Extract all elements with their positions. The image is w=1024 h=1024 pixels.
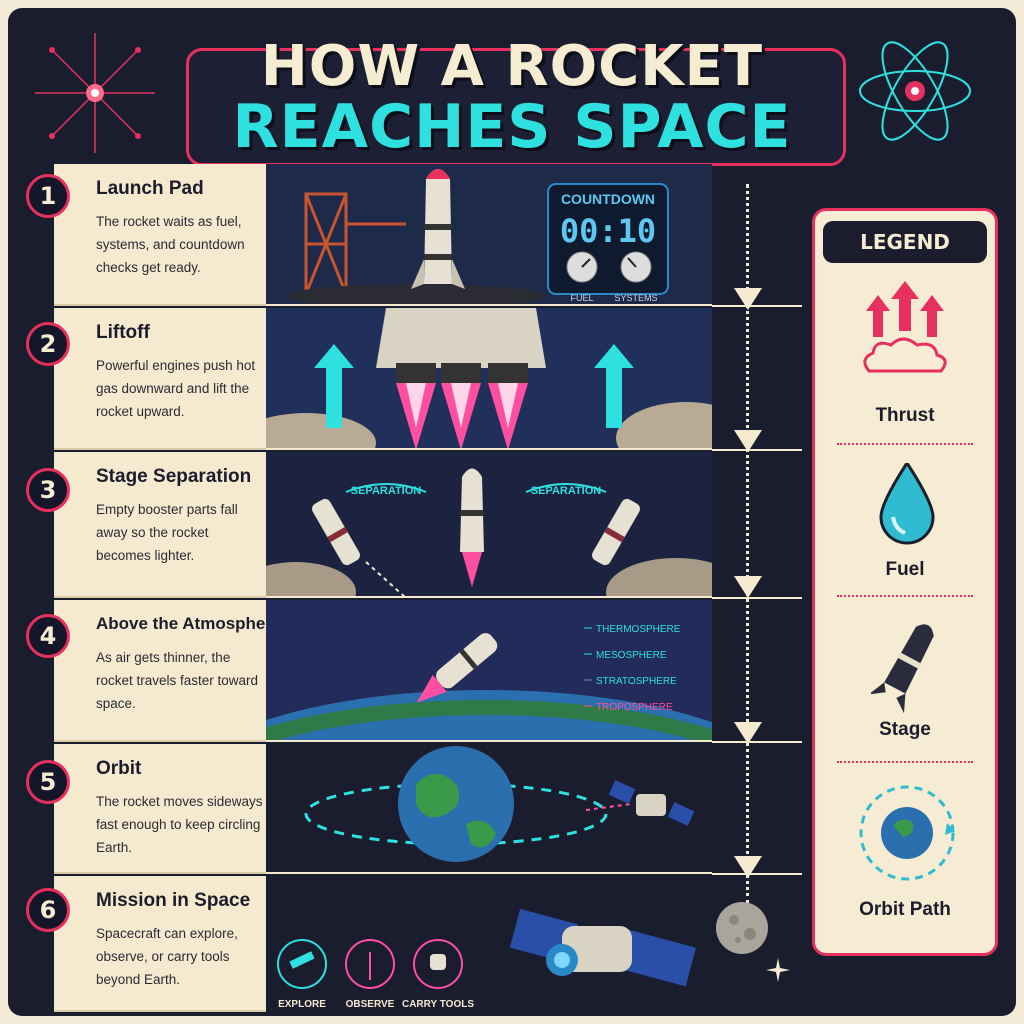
step-2-number: 2	[26, 322, 70, 366]
legend-title: LEGEND	[823, 221, 987, 263]
step-5-number: 5	[26, 760, 70, 804]
rocket-icon	[411, 169, 465, 289]
mission-panel: EXPLORE OBSERVE CARRY TOOLS	[266, 876, 712, 1012]
step-5-title: Orbit	[96, 758, 142, 779]
mission-carry-tools-label: CARRY TOOLS	[402, 999, 474, 1010]
step-1-number: 1	[26, 174, 70, 218]
step-1-title: Launch Pad	[96, 178, 204, 199]
step-4-description: As air gets thinner, the rocket travels …	[96, 650, 259, 711]
connector-line-1	[712, 305, 802, 307]
step-6-title: Mission in Space	[96, 890, 251, 911]
flow-arrows	[734, 288, 762, 878]
connector-line-5	[712, 873, 802, 875]
countdown-label: COUNTDOWN	[561, 191, 655, 207]
flow-dotted-line	[746, 184, 749, 904]
mission-explore-label: EXPLORE	[278, 999, 326, 1010]
sparkle-star-icon	[35, 33, 155, 153]
gauge-systems-label: SYSTEMS	[614, 293, 657, 303]
step-3-description: Empty booster parts fall away so the roc…	[96, 502, 238, 563]
step-5-description: The rocket moves sideways fast enough to…	[96, 794, 263, 855]
title-line-2: REACHES SPACE	[232, 92, 792, 162]
layer-mesosphere: MESOSPHERE	[596, 650, 667, 661]
layer-troposphere: TROPOSPHERE	[596, 702, 673, 713]
orbit-panel	[266, 744, 712, 874]
legend-divider-1	[837, 443, 973, 445]
sparkle-icon	[766, 958, 790, 982]
title-line-1: HOW A ROCKET	[260, 34, 764, 99]
moon-icon	[716, 902, 768, 954]
legend-orbit-path-label: Orbit Path	[859, 899, 951, 920]
orbit-path-icon	[859, 785, 955, 881]
step-6-card: Mission in Space Spacecraft can explore,…	[54, 876, 266, 1012]
connector-line-3	[712, 597, 802, 599]
layer-thermosphere: THERMOSPHERE	[596, 624, 681, 635]
step-2-description: Powerful engines push hot gas downward a…	[96, 358, 256, 419]
thrust-icon	[863, 281, 947, 373]
separation-label-right: SEPARATION	[531, 485, 602, 497]
step-2-card: Liftoff Powerful engines push hot gas do…	[54, 308, 266, 450]
step-6-number: 6	[26, 888, 70, 932]
carry-tools-lander-icon	[413, 939, 463, 989]
step-1-description: The rocket waits as fuel, systems, and c…	[96, 214, 245, 275]
legend-panel: LEGEND Thrust Fuel Stage	[812, 208, 998, 956]
connector-line-2	[712, 449, 802, 451]
legend-thrust-label: Thrust	[875, 405, 935, 426]
step-3-card: Stage Separation Empty booster parts fal…	[54, 452, 266, 598]
legend-fuel-label: Fuel	[885, 559, 925, 580]
stage-icon	[871, 624, 934, 713]
fuel-drop-icon	[879, 463, 935, 545]
explore-telescope-icon	[277, 939, 327, 989]
step-4-title: Above the Atmosphere	[96, 614, 282, 633]
separation-label-left: SEPARATION	[351, 485, 422, 497]
legend-stage-label: Stage	[879, 719, 931, 740]
liftoff-panel	[266, 308, 712, 450]
step-6-description: Spacecraft can explore, observe, or carr…	[96, 926, 238, 987]
legend-divider-2	[837, 595, 973, 597]
step-1-card: Launch Pad The rocket waits as fuel, sys…	[54, 164, 266, 306]
spacecraft-icon	[509, 908, 696, 987]
countdown-time: 00:10	[560, 212, 656, 250]
atom-icon	[859, 41, 971, 141]
stage-separation-panel: SEPARATION SEPARATION	[266, 452, 712, 598]
atmosphere-panel: THERMOSPHERE MESOSPHERE STRATOSPHERE TRO…	[266, 600, 712, 742]
satellite-icon	[608, 780, 695, 826]
step-3-title: Stage Separation	[96, 466, 252, 487]
thrust-up-arrow-right	[594, 344, 634, 428]
thrust-up-arrow-left	[314, 344, 354, 428]
legend-divider-3	[837, 761, 973, 763]
step-4-card: Above the Atmosphere As air gets thinner…	[54, 600, 281, 742]
step-5-card: Orbit The rocket moves sideways fast eno…	[54, 744, 266, 874]
step-2-title: Liftoff	[96, 322, 150, 343]
launch-tower-icon	[304, 192, 406, 296]
step-4-number: 4	[26, 614, 70, 658]
connector-line-4	[712, 741, 802, 743]
launch-pad-panel: COUNTDOWN 00:10 FUEL SYSTEMS	[266, 164, 712, 306]
step-3-number: 3	[26, 468, 70, 512]
mission-observe-label: OBSERVE	[346, 999, 395, 1010]
infographic-frame: HOW A ROCKET REACHES SPACE Launch Pad Th…	[8, 8, 1016, 1016]
gauge-fuel-label: FUEL	[570, 293, 593, 303]
layer-stratosphere: STRATOSPHERE	[596, 676, 677, 687]
observe-antenna-icon	[345, 939, 395, 989]
